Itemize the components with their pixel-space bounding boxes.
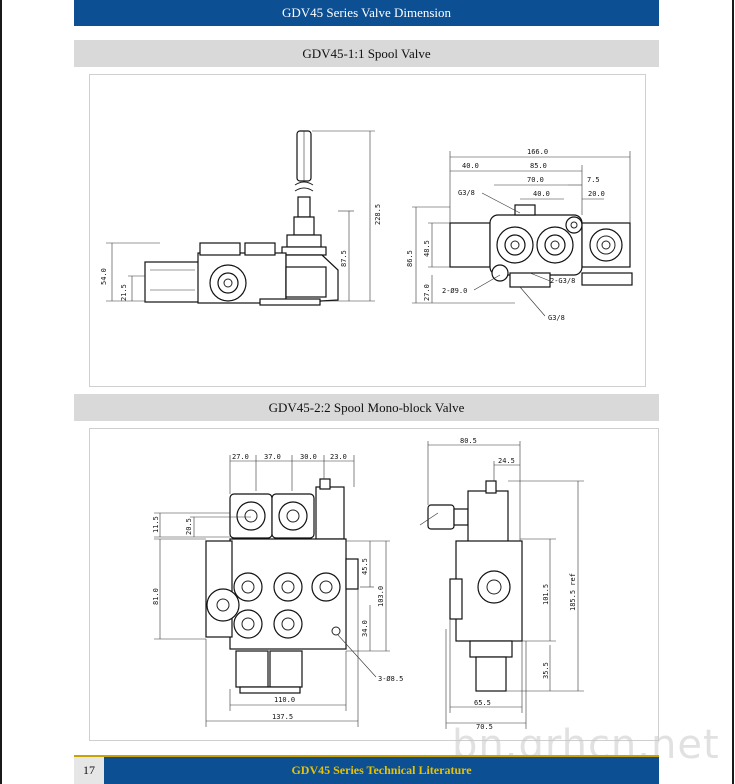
section-1-drawing: 228.5 87.5 54.0 21.5 <box>100 130 633 322</box>
label-front-g38-bottom: G3/8 <box>548 314 565 322</box>
dim-mb-37: 37.0 <box>264 453 281 461</box>
dim-side2-185: 185.5 ref <box>569 573 577 611</box>
dim-side-228: 228.5 <box>374 204 382 225</box>
label-front-2g38: 2-G3/8 <box>550 277 575 285</box>
page-border-right <box>732 0 734 784</box>
dim-front-40b: 40.0 <box>533 190 550 198</box>
monoblock-side-body <box>419 480 523 692</box>
section-1-title: GDV45-1:1 Spool Valve <box>302 45 431 61</box>
dim-mb-137: 137.5 <box>272 713 293 721</box>
dim-mb-30: 30.0 <box>300 453 317 461</box>
label-front-hole: 2-Ø9.0 <box>442 287 467 295</box>
front-view-dimensions: 166.0 40.0 85.0 70.0 7.5 40.0 20.0 86.5 … <box>406 148 631 322</box>
section-2-title-bar: GDV45-2:2 Spool Mono-block Valve <box>74 394 659 421</box>
footer-title: GDV45 Series Technical Literature <box>104 757 659 784</box>
dim-side2-80: 80.5 <box>460 437 477 445</box>
section-2-title: GDV45-2:2 Spool Mono-block Valve <box>268 399 465 415</box>
side-view-body <box>144 242 339 306</box>
dim-side2-70: 70.5 <box>476 723 493 731</box>
dim-mb-103: 103.0 <box>377 586 385 607</box>
dim-front-20: 20.0 <box>588 190 605 198</box>
dim-mb-23: 23.0 <box>330 453 347 461</box>
dim-mb-27: 27.0 <box>232 453 249 461</box>
label-mb-hole: 3-Ø8.5 <box>378 675 403 683</box>
section-1-drawing-panel: 228.5 87.5 54.0 21.5 <box>89 74 646 387</box>
dim-mb-81: 81.0 <box>152 588 160 605</box>
side-view-dimensions: 228.5 87.5 54.0 21.5 <box>100 130 382 302</box>
dim-side-54: 54.0 <box>100 268 108 285</box>
dim-front-48: 48.5 <box>423 240 431 257</box>
dim-side-21: 21.5 <box>120 284 128 301</box>
section-1-title-bar: GDV45-1:1 Spool Valve <box>74 40 659 67</box>
dim-mb-34: 34.0 <box>361 620 369 637</box>
dim-side2-24: 24.5 <box>498 457 515 465</box>
dim-front-7: 7.5 <box>587 176 600 184</box>
dim-side2-35: 35.5 <box>542 662 550 679</box>
dim-side2-101: 101.5 <box>542 584 550 605</box>
monoblock-side-dimensions: 80.5 24.5 101.5 185.5 ref 35.5 65.5 70.5 <box>427 437 584 731</box>
page-header-title: GDV45 Series Valve Dimension <box>281 5 452 20</box>
dim-front-40a: 40.0 <box>462 162 479 170</box>
dim-mb-20: 20.5 <box>185 518 193 535</box>
dim-front-27: 27.0 <box>423 284 431 301</box>
section-2-drawing-panel: 27.0 37.0 30.0 23.0 11.5 20.5 81.0 45.5 … <box>89 428 659 741</box>
front-view-body <box>449 204 633 288</box>
dim-front-70: 70.0 <box>527 176 544 184</box>
dim-front-166: 166.0 <box>527 148 548 156</box>
dim-side2-65: 65.5 <box>474 699 491 707</box>
label-front-g38-top: G3/8 <box>458 189 475 197</box>
monoblock-front-dimensions: 27.0 37.0 30.0 23.0 11.5 20.5 81.0 45.5 … <box>152 453 403 727</box>
side-view-lever <box>281 130 327 256</box>
dim-mb-11: 11.5 <box>152 516 160 533</box>
footer-divider <box>74 755 659 757</box>
dim-mb-110: 110.0 <box>274 696 295 704</box>
dim-mb-45: 45.5 <box>361 558 369 575</box>
page-footer: 17 GDV45 Series Technical Literature <box>74 755 735 784</box>
dim-front-85: 85.0 <box>530 162 547 170</box>
page-border-left <box>0 0 2 784</box>
page-header: GDV45 Series Valve Dimension <box>74 0 659 26</box>
monoblock-front-body <box>205 478 359 694</box>
dim-side-87: 87.5 <box>340 250 348 267</box>
page-number: 17 <box>74 757 104 784</box>
dim-front-86: 86.5 <box>406 250 414 267</box>
section-2-drawing: 27.0 37.0 30.0 23.0 11.5 20.5 81.0 45.5 … <box>152 437 584 731</box>
